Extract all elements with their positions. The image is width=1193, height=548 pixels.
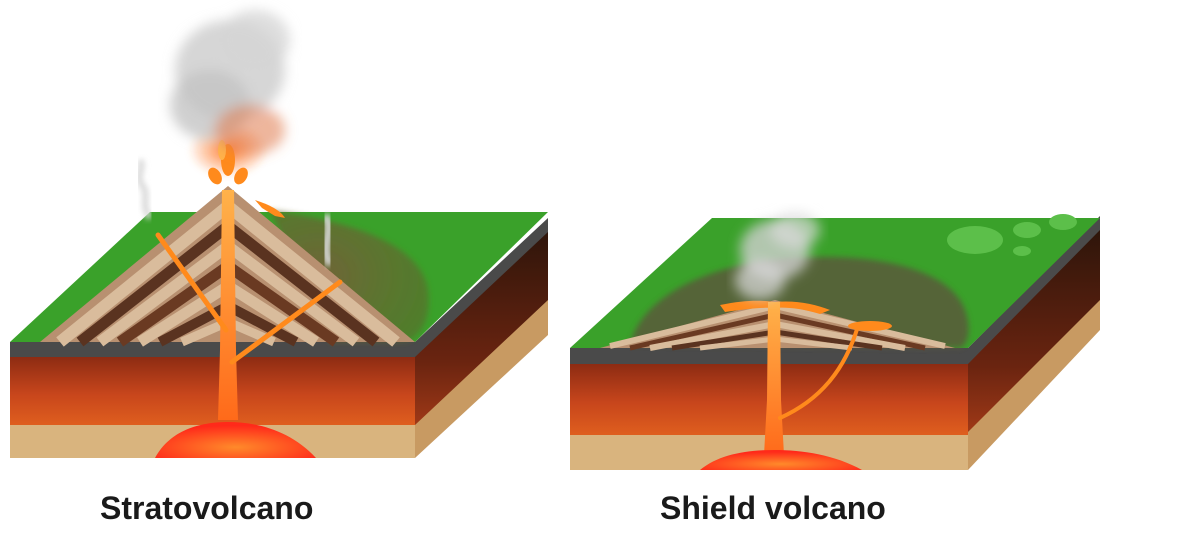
strato-steam-right bbox=[321, 212, 334, 267]
shield-rock-rim bbox=[570, 216, 1100, 364]
strato-dike-left bbox=[155, 232, 229, 333]
strato-front-crust bbox=[10, 355, 415, 427]
strato-smoke-plume bbox=[170, 10, 290, 155]
strato-ash-field bbox=[270, 210, 429, 342]
strato-side-sand bbox=[415, 300, 548, 458]
shield-bushes bbox=[947, 214, 1077, 256]
strato-magma-chamber bbox=[155, 422, 316, 458]
strato-steam-left bbox=[136, 158, 153, 220]
shield-volcano-label: Shield volcano bbox=[660, 490, 886, 526]
shield-dike bbox=[778, 324, 860, 420]
shield-side-sand bbox=[968, 300, 1100, 470]
shield-steam-plume bbox=[735, 212, 820, 300]
strato-lava-flow bbox=[255, 200, 285, 218]
shield-flank-vent bbox=[848, 321, 892, 331]
strato-dike-right bbox=[229, 279, 343, 365]
stratovolcano-label: Stratovolcano bbox=[100, 490, 314, 526]
shield-magma-chamber bbox=[700, 450, 862, 470]
shield-volcano-block bbox=[570, 212, 1100, 470]
stratovolcano-block bbox=[10, 10, 548, 458]
